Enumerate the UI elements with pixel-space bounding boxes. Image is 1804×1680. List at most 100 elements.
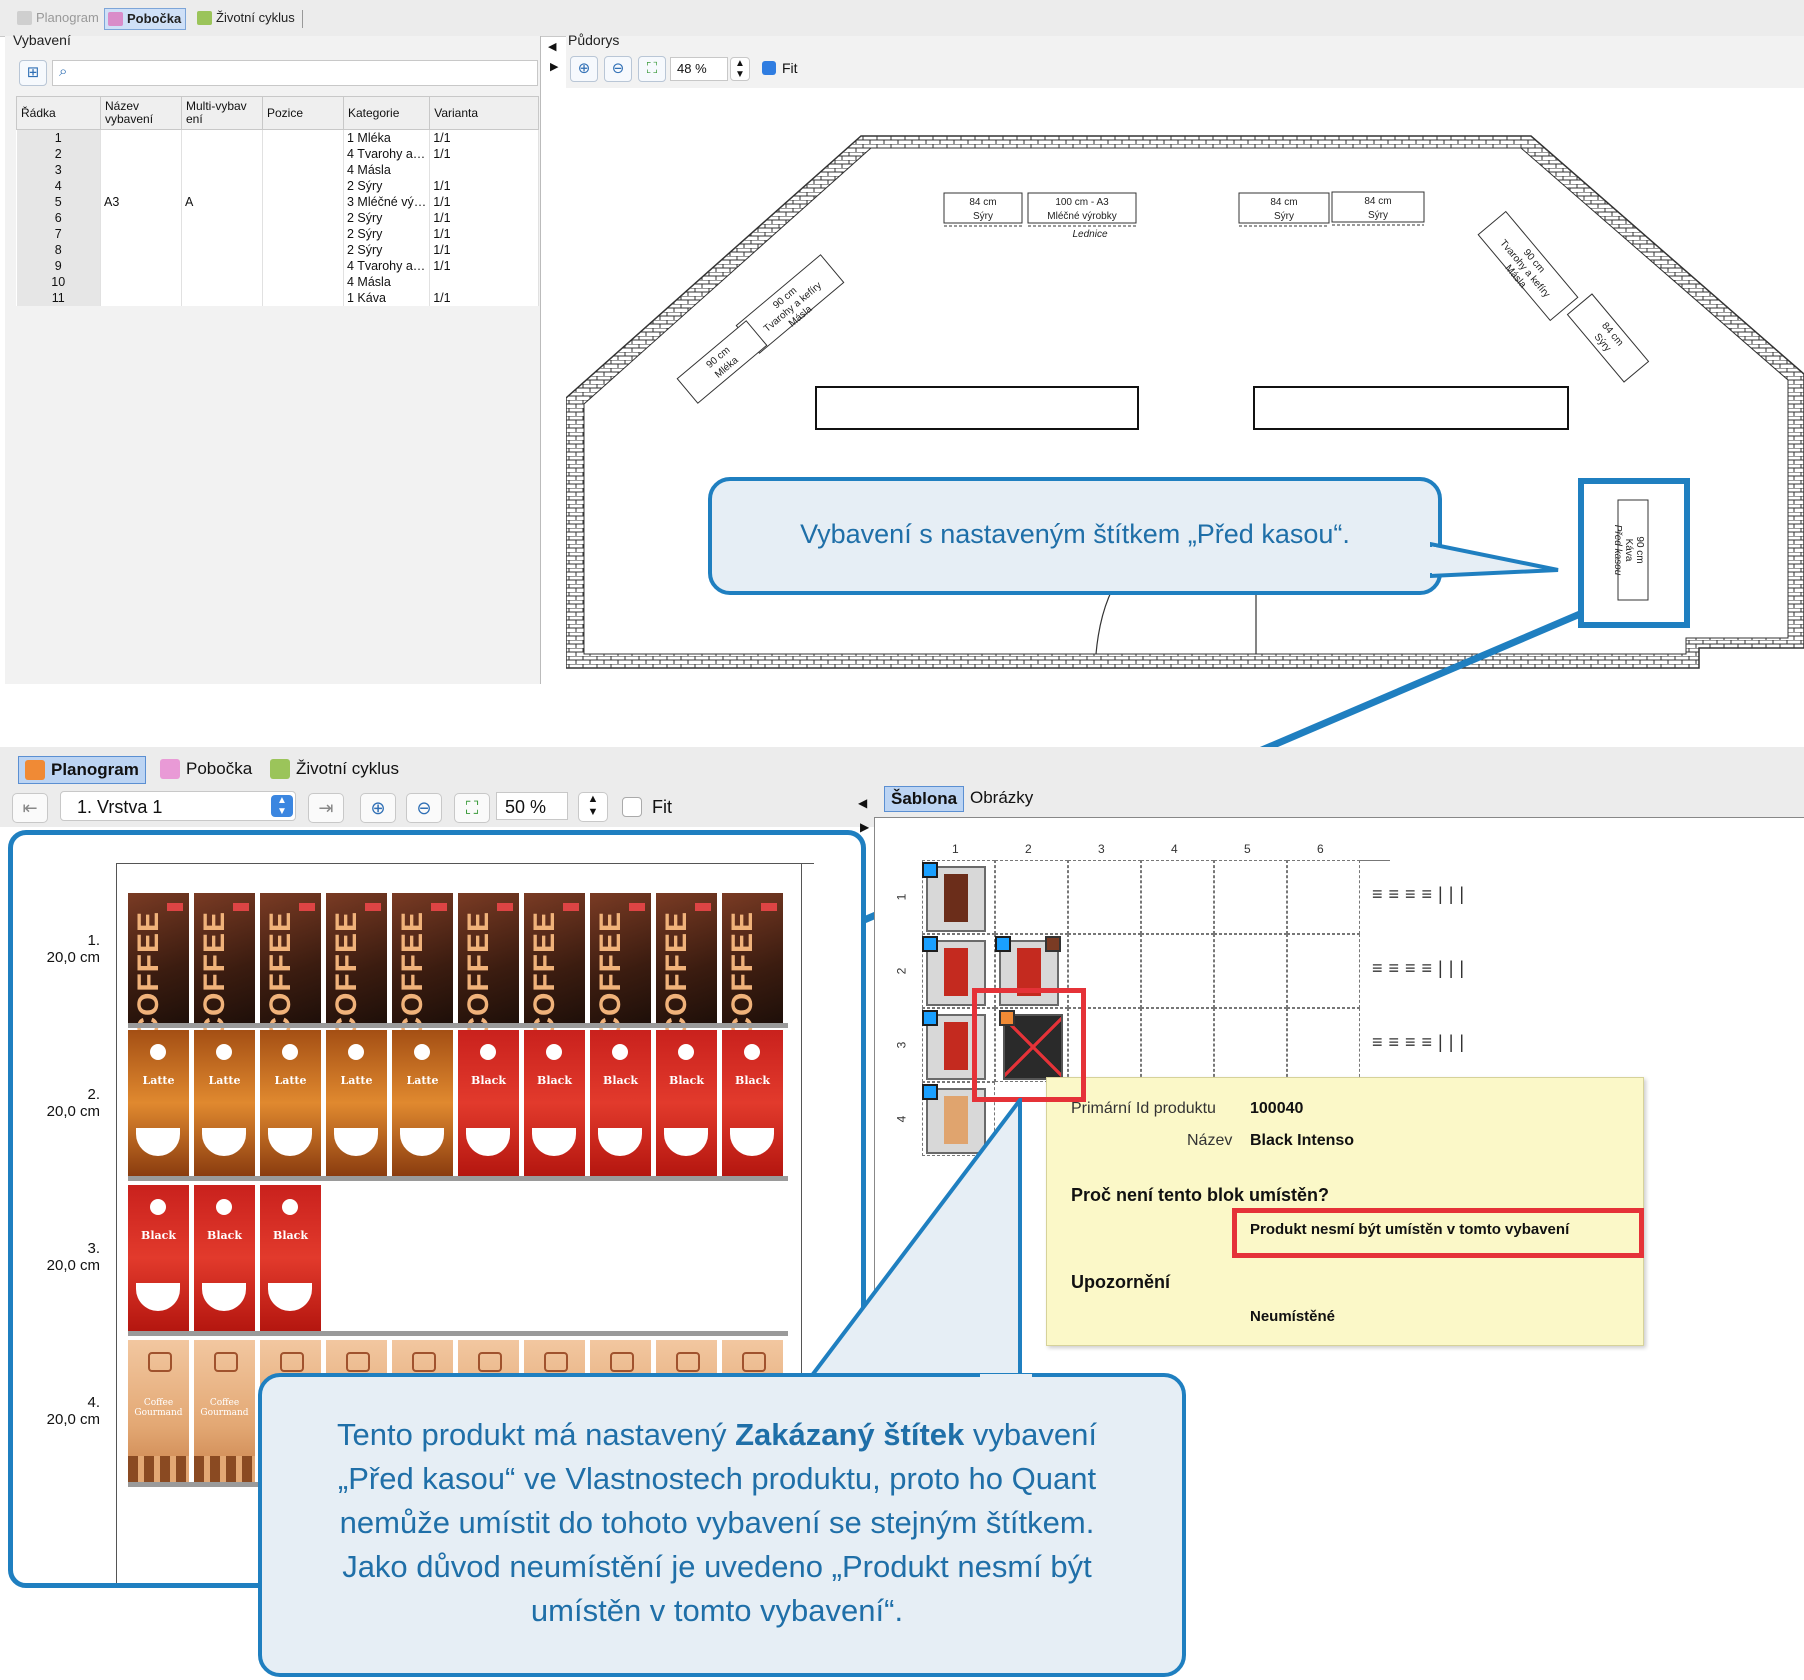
black-coffee-product[interactable]: Black xyxy=(458,1030,519,1176)
zoom-in-button-bottom[interactable]: ⊕ xyxy=(360,793,396,823)
selection-handle-icon[interactable] xyxy=(922,862,938,878)
coffee-bag-product[interactable]: COFFEE xyxy=(260,893,321,1039)
template-cell[interactable] xyxy=(1214,934,1287,1008)
col-header-multi[interactable]: Multi-vybav ení xyxy=(181,96,263,130)
zoom-out-button-bottom[interactable]: ⊖ xyxy=(406,793,442,823)
tab-zivotni-cyklus-bottom[interactable]: Životní cyklus xyxy=(264,756,405,782)
collapse-right-icon[interactable]: ▶ xyxy=(860,820,870,834)
coffee-bag-product[interactable]: COFFEE xyxy=(722,893,783,1039)
fit-to-screen-button-bottom[interactable]: ⛶ xyxy=(454,793,490,823)
black-coffee-product[interactable]: Black xyxy=(524,1030,585,1176)
template-cell[interactable] xyxy=(995,1008,1068,1082)
template-cell[interactable] xyxy=(995,860,1068,934)
tab-pobocka-bottom[interactable]: Pobočka xyxy=(154,756,258,782)
latte-product[interactable]: Latte xyxy=(194,1030,255,1176)
zoom-spinner-top[interactable]: ▲▼ xyxy=(730,57,750,81)
latte-product[interactable]: Latte xyxy=(326,1030,387,1176)
template-cell[interactable] xyxy=(1068,934,1141,1008)
layer-select[interactable]: 1. Vrstva 1 ▲▼ xyxy=(60,791,296,821)
coffee-bag-product[interactable]: COFFEE xyxy=(590,893,651,1039)
coffee-bag-product[interactable]: COFFEE xyxy=(326,893,387,1039)
collapse-right-icon[interactable]: ▶ xyxy=(550,61,559,73)
warning-handle-icon[interactable] xyxy=(999,1010,1015,1026)
fit-checkbox-top[interactable] xyxy=(762,61,776,75)
tab-zivotni-cyklus-top[interactable]: Životní cyklus xyxy=(194,8,299,28)
gourmand-product[interactable]: Coffee Gourmand xyxy=(128,1340,189,1482)
template-product-slot[interactable] xyxy=(999,940,1059,1006)
tab-planogram-bottom[interactable]: Planogram xyxy=(18,756,146,784)
coffee-bag-product[interactable]: COFFEE xyxy=(524,893,585,1039)
coffee-bag-product[interactable]: COFFEE xyxy=(392,893,453,1039)
collapse-left-icon[interactable]: ◀ xyxy=(548,41,557,53)
next-layer-button[interactable]: ⇥ xyxy=(308,793,344,823)
template-product-slot[interactable] xyxy=(926,866,986,932)
black-coffee-product[interactable]: Black xyxy=(260,1185,321,1331)
zoom-in-button-top[interactable]: ⊕ xyxy=(570,56,598,82)
gourmand-product[interactable]: Coffee Gourmand xyxy=(194,1340,255,1482)
coffee-bag-product[interactable]: COFFEE xyxy=(458,893,519,1039)
template-cell[interactable] xyxy=(922,860,995,934)
black-coffee-product[interactable]: Black xyxy=(590,1030,651,1176)
template-cell[interactable] xyxy=(995,934,1068,1008)
template-cell[interactable] xyxy=(1214,860,1287,934)
tab-planogram-top[interactable]: Planogram xyxy=(14,8,103,28)
tab-sablona[interactable]: Šablona xyxy=(884,786,965,812)
search-input[interactable]: ⌕ xyxy=(52,60,538,86)
col-header-radka[interactable]: Řádka xyxy=(16,96,101,130)
col-header-varianta[interactable]: Varianta xyxy=(429,96,540,130)
template-cell[interactable] xyxy=(1287,934,1360,1008)
collapse-left-icon[interactable]: ◀ xyxy=(858,796,868,810)
alignment-icons[interactable]: ≡≡≡≡||| xyxy=(1372,958,1471,978)
template-cell[interactable] xyxy=(1141,1008,1214,1082)
coffee-bag-product[interactable]: COFFEE xyxy=(194,893,255,1039)
black-coffee-product[interactable]: Black xyxy=(656,1030,717,1176)
latte-product[interactable]: Latte xyxy=(392,1030,453,1176)
template-cell[interactable] xyxy=(922,1082,995,1156)
col-header-pozice[interactable]: Pozice xyxy=(262,96,344,130)
template-cell[interactable] xyxy=(922,1008,995,1082)
selection-handle-icon[interactable] xyxy=(922,1010,938,1026)
coffee-bag-product[interactable]: COFFEE xyxy=(128,893,189,1039)
col-header-kategorie[interactable]: Kategorie xyxy=(342,96,431,130)
black-coffee-product[interactable]: Black xyxy=(722,1030,783,1176)
template-cell[interactable] xyxy=(1214,1008,1287,1082)
alignment-icons[interactable]: ≡≡≡≡||| xyxy=(1372,884,1471,904)
black-coffee-product[interactable]: Black xyxy=(194,1185,255,1331)
coffee-bag-product[interactable]: COFFEE xyxy=(656,893,717,1039)
selection-handle-icon[interactable] xyxy=(922,936,938,952)
latte-product[interactable]: Latte xyxy=(128,1030,189,1176)
tab-obrazky[interactable]: Obrázky xyxy=(970,788,1034,807)
fit-checkbox-bottom[interactable] xyxy=(622,797,642,817)
template-cell[interactable] xyxy=(1287,860,1360,934)
tab-pobocka-top[interactable]: Pobočka xyxy=(104,8,187,30)
latte-product[interactable]: Latte xyxy=(260,1030,321,1176)
col-header-nazev[interactable]: Název vybavení xyxy=(100,96,182,130)
unplaced-product-slot[interactable] xyxy=(1003,1014,1063,1080)
black-coffee-product[interactable]: Black xyxy=(128,1185,189,1331)
export-button[interactable]: ⊞ xyxy=(19,60,47,86)
template-cell[interactable] xyxy=(1068,860,1141,934)
prev-layer-button[interactable]: ⇤ xyxy=(12,793,48,823)
selection-handle-icon[interactable] xyxy=(922,1084,938,1100)
template-cell[interactable] xyxy=(1141,934,1214,1008)
zoom-field-top[interactable]: 48 % xyxy=(670,57,728,81)
zoom-out-button-top[interactable]: ⊖ xyxy=(604,56,632,82)
fit-to-screen-button-top[interactable]: ⛶ xyxy=(638,56,666,82)
template-cell[interactable] xyxy=(1287,1008,1360,1082)
template-cell[interactable] xyxy=(922,934,995,1008)
zoom-spinner-bottom[interactable]: ▲▼ xyxy=(578,792,608,822)
template-cell[interactable] xyxy=(1141,860,1214,934)
zoom-field-bottom[interactable]: 50 % xyxy=(496,792,568,820)
alignment-icons[interactable]: ≡≡≡≡||| xyxy=(1372,1032,1471,1052)
